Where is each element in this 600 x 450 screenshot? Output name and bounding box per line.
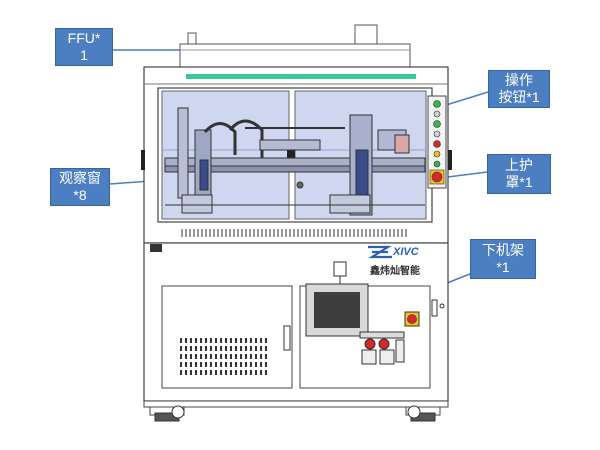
- casters: [149, 405, 441, 422]
- left-door-handle: [283, 325, 291, 351]
- green-button: [433, 100, 441, 108]
- brand-logo-mark: [368, 245, 392, 259]
- lower-vent-grille: [180, 338, 267, 375]
- callout-observation-window: 观察窗 *8: [50, 168, 110, 206]
- brand-name-en: XIVC: [393, 246, 419, 258]
- internal-mechanism: [164, 107, 426, 216]
- red-button: [433, 140, 441, 148]
- side-handle-left: [141, 150, 145, 170]
- window-handle-left: [287, 140, 291, 168]
- hmi-touch-screen: [305, 261, 369, 337]
- lower-estop: [404, 311, 420, 327]
- callout-ffu: FFU* 1: [55, 28, 113, 66]
- pneumatic-regulators: [359, 331, 405, 365]
- operation-button-panel: [427, 95, 447, 189]
- ffu-unit: [179, 24, 411, 69]
- callout-upper-cover: 上护 罩*1: [487, 154, 551, 194]
- small-label-plate: [150, 244, 162, 252]
- lower-frame: [143, 242, 449, 408]
- upper-vent-grille: [181, 229, 407, 237]
- side-handle-right: [448, 150, 452, 170]
- callout-operation-buttons: 操作 按钮*1: [488, 70, 550, 108]
- estop-icon: [431, 171, 443, 183]
- callout-lower-frame: 下机架 *1: [470, 239, 536, 279]
- green-light-strip: [186, 74, 416, 79]
- window-handle-right: [291, 140, 295, 168]
- yellow-button: [433, 150, 441, 158]
- right-door-handle: [431, 299, 438, 317]
- brand-name-cn: 鑫炜灿智能: [370, 266, 420, 277]
